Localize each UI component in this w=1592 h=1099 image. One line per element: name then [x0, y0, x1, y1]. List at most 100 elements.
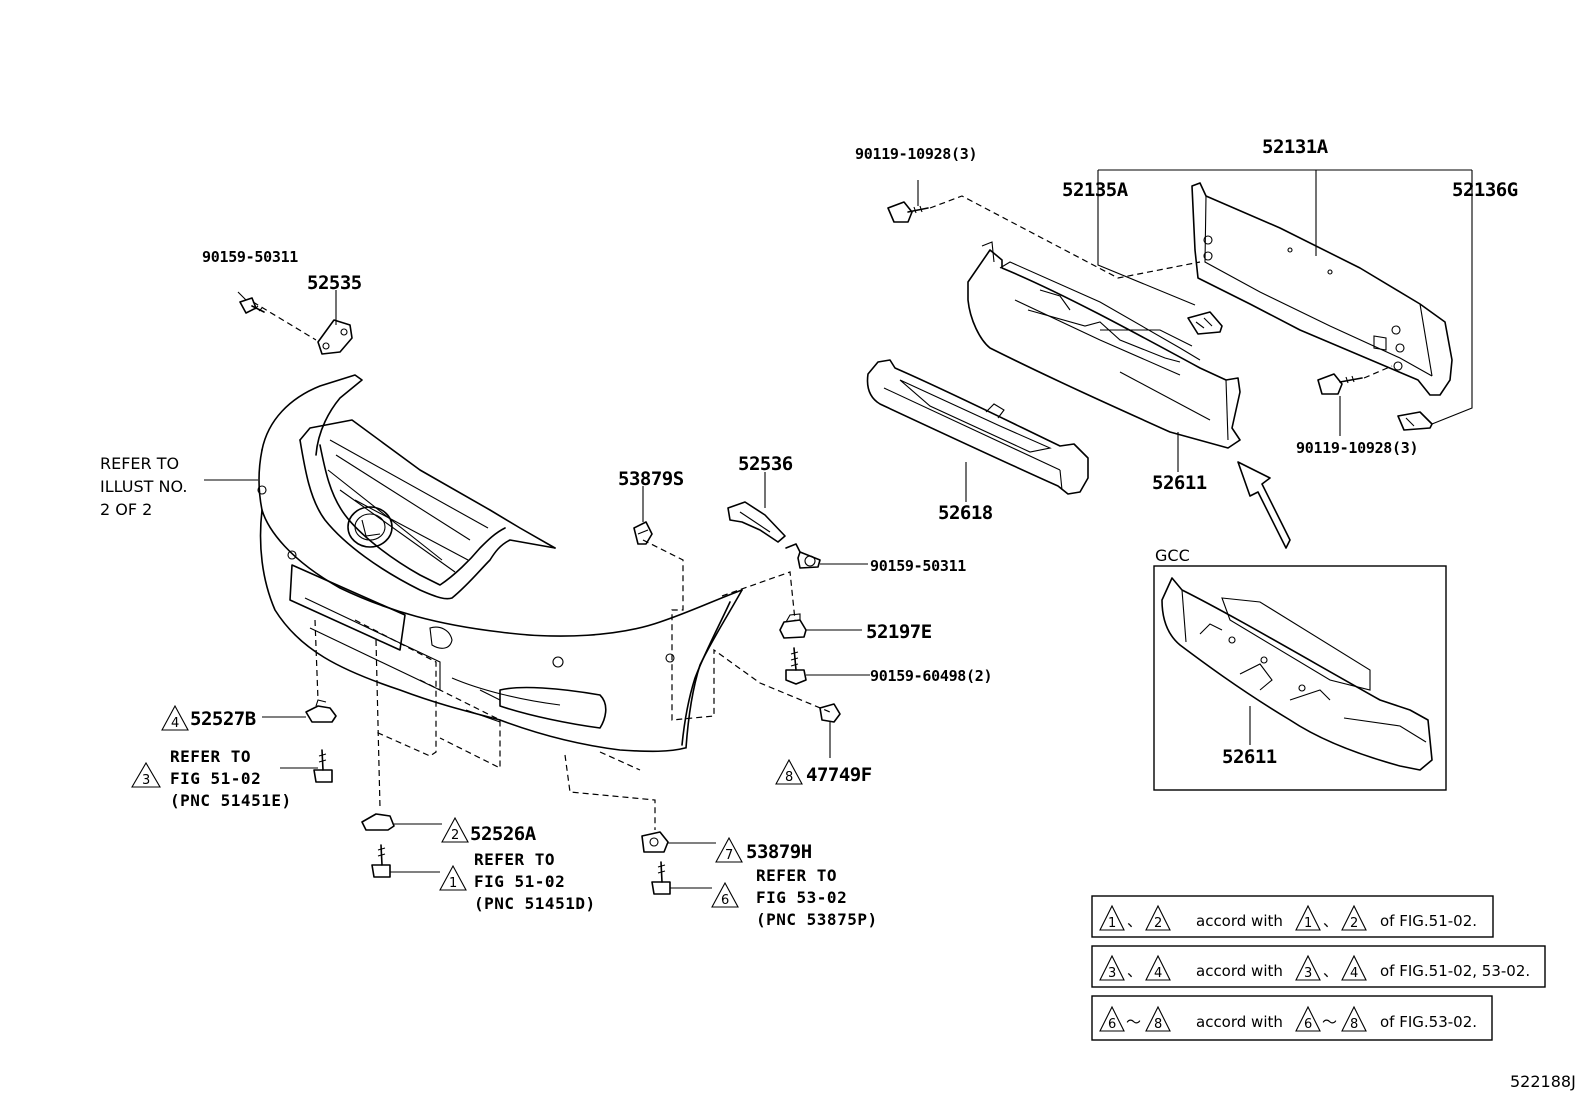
triangle-number: 6	[721, 893, 729, 908]
gcc-label: GCC	[1155, 546, 1190, 565]
note1-fig-ref: of FIG.51-02.	[1380, 912, 1477, 930]
front-bumper-cover[interactable]	[257, 374, 743, 753]
label-52131A: 52131A	[1262, 136, 1329, 158]
note-box-3: 6 ～ 8 accord with 6 ～ 8 of FIG.53-02.	[1091, 995, 1493, 1041]
screw-90159-60498[interactable]	[785, 647, 807, 685]
label-52611-gcc: 52611	[1222, 746, 1277, 768]
note2-tri-c: 3	[1304, 966, 1312, 981]
ref1-line-2: FIG 51-02	[474, 872, 565, 891]
clip-53879H[interactable]	[641, 831, 669, 853]
bracket-52136G[interactable]	[1397, 411, 1433, 431]
triangle-number: 8	[785, 770, 793, 785]
bolt-90119-10928-top[interactable]	[887, 180, 929, 223]
triangle-marker-8: 8	[775, 758, 803, 785]
note3-tri-d: 8	[1350, 1017, 1358, 1032]
triangle-number: 3	[142, 773, 150, 788]
note1-tri-a: 1	[1108, 916, 1116, 931]
note1-tri-b: 2	[1154, 916, 1162, 931]
label-53879S: 53879S	[618, 468, 684, 490]
triangle-number: 4	[171, 716, 179, 731]
clip-52527B[interactable]	[305, 699, 337, 723]
note3-accord-with: accord with	[1196, 1013, 1283, 1031]
leader-lines-right	[965, 432, 1179, 502]
screw-ref-fig53-02[interactable]	[651, 861, 671, 895]
note-box-1: 1 、 2 accord with 1 、 2 of FIG.51-02.	[1091, 895, 1494, 938]
bolt-90159-50311-mid[interactable]	[785, 543, 821, 569]
triangle-marker-2: 2	[441, 816, 469, 843]
refer-illust-line-3: 2 OF 2	[100, 500, 152, 519]
ref3-line-3: (PNC 51451E)	[170, 791, 292, 810]
note3-tri-b: 8	[1154, 1017, 1162, 1032]
view-arrow	[1237, 461, 1291, 549]
note2-sep-2: 、	[1323, 962, 1338, 980]
ref1-line-3: (PNC 51451D)	[474, 894, 596, 913]
refer-illust-line-1: REFER TO	[100, 454, 179, 473]
triangle-marker-4: 4	[161, 704, 189, 731]
ref6-line-3: (PNC 53875P)	[756, 910, 878, 929]
note1-accord-with: accord with	[1196, 912, 1283, 930]
triangle-marker-1: 1	[439, 864, 467, 891]
bracket-52535[interactable]	[317, 319, 353, 355]
assembly-dashed-lines	[252, 301, 831, 830]
note1-sep-2: 、	[1323, 912, 1338, 930]
label-52618: 52618	[938, 502, 993, 524]
label-53879H: 53879H	[746, 841, 812, 863]
refer-illust-line-2: ILLUST NO.	[100, 477, 187, 496]
label-52526A: 52526A	[470, 823, 537, 845]
triangle-marker-6: 6	[711, 881, 739, 908]
nut-52197E[interactable]	[779, 613, 807, 639]
label-52527B: 52527B	[190, 708, 256, 730]
triangle-marker-3: 3	[131, 761, 161, 788]
figure-id: 522188J	[1510, 1072, 1576, 1091]
leader-52131A	[1097, 169, 1473, 425]
ref6-line-1: REFER TO	[756, 866, 837, 885]
label-90159-50311-top: 90159-50311	[202, 248, 298, 266]
label-90159-50311-mid: 90159-50311	[870, 557, 966, 575]
bolt-90119-10928-right[interactable]	[1317, 373, 1363, 436]
gcc-inset	[1153, 565, 1447, 791]
screw-ref-fig51-02-d[interactable]	[371, 844, 391, 878]
bracket-52135A[interactable]	[1187, 311, 1223, 335]
absorber-52611-gcc[interactable]	[1161, 577, 1433, 771]
triangle-number: 7	[725, 848, 733, 863]
note2-tri-d: 4	[1350, 966, 1358, 981]
reinforcement-dashed-lines	[929, 195, 1393, 379]
bracket-52536[interactable]	[727, 501, 786, 543]
label-47749F: 47749F	[806, 764, 872, 786]
ref6-line-2: FIG 53-02	[756, 888, 847, 907]
screw-ref-fig51-02-e[interactable]	[313, 749, 333, 783]
clip-52526A[interactable]	[361, 813, 395, 831]
clip-53879S[interactable]	[633, 521, 653, 545]
note1-tri-c: 1	[1304, 916, 1312, 931]
leader-lines	[204, 290, 870, 889]
label-52197E: 52197E	[866, 621, 932, 643]
triangle-number: 2	[451, 828, 459, 843]
note1-sep-1: 、	[1127, 912, 1142, 930]
note3-fig-ref: of FIG.53-02.	[1380, 1013, 1477, 1031]
bolt-90159-50311-top[interactable]	[239, 297, 265, 314]
triangle-number: 1	[449, 876, 457, 891]
absorber-52618[interactable]	[866, 359, 1089, 495]
label-52535: 52535	[307, 272, 362, 294]
label-52136G: 52136G	[1452, 179, 1518, 201]
triangle-marker-7: 7	[715, 836, 743, 863]
ref1-line-1: REFER TO	[474, 850, 555, 869]
note3-sep-2: ～	[1322, 1013, 1337, 1031]
label-90119-10928-right: 90119-10928(3)	[1296, 439, 1418, 457]
note1-tri-d: 2	[1350, 916, 1358, 931]
note2-tri-b: 4	[1154, 966, 1162, 981]
label-52536: 52536	[738, 453, 793, 475]
label-52135A: 52135A	[1062, 179, 1129, 201]
label-90119-10928-top: 90119-10928(3)	[855, 145, 977, 163]
note2-tri-a: 3	[1108, 966, 1116, 981]
clip-47749F[interactable]	[819, 703, 841, 758]
note2-accord-with: accord with	[1196, 962, 1283, 980]
label-90159-60498: 90159-60498(2)	[870, 667, 992, 685]
note3-tri-c: 6	[1304, 1017, 1312, 1032]
note3-tri-a: 6	[1108, 1017, 1116, 1032]
note3-sep-1: ～	[1126, 1013, 1141, 1031]
label-52611: 52611	[1152, 472, 1207, 494]
reinforcement-52131A[interactable]	[1191, 182, 1453, 396]
absorber-52611[interactable]	[967, 241, 1241, 449]
